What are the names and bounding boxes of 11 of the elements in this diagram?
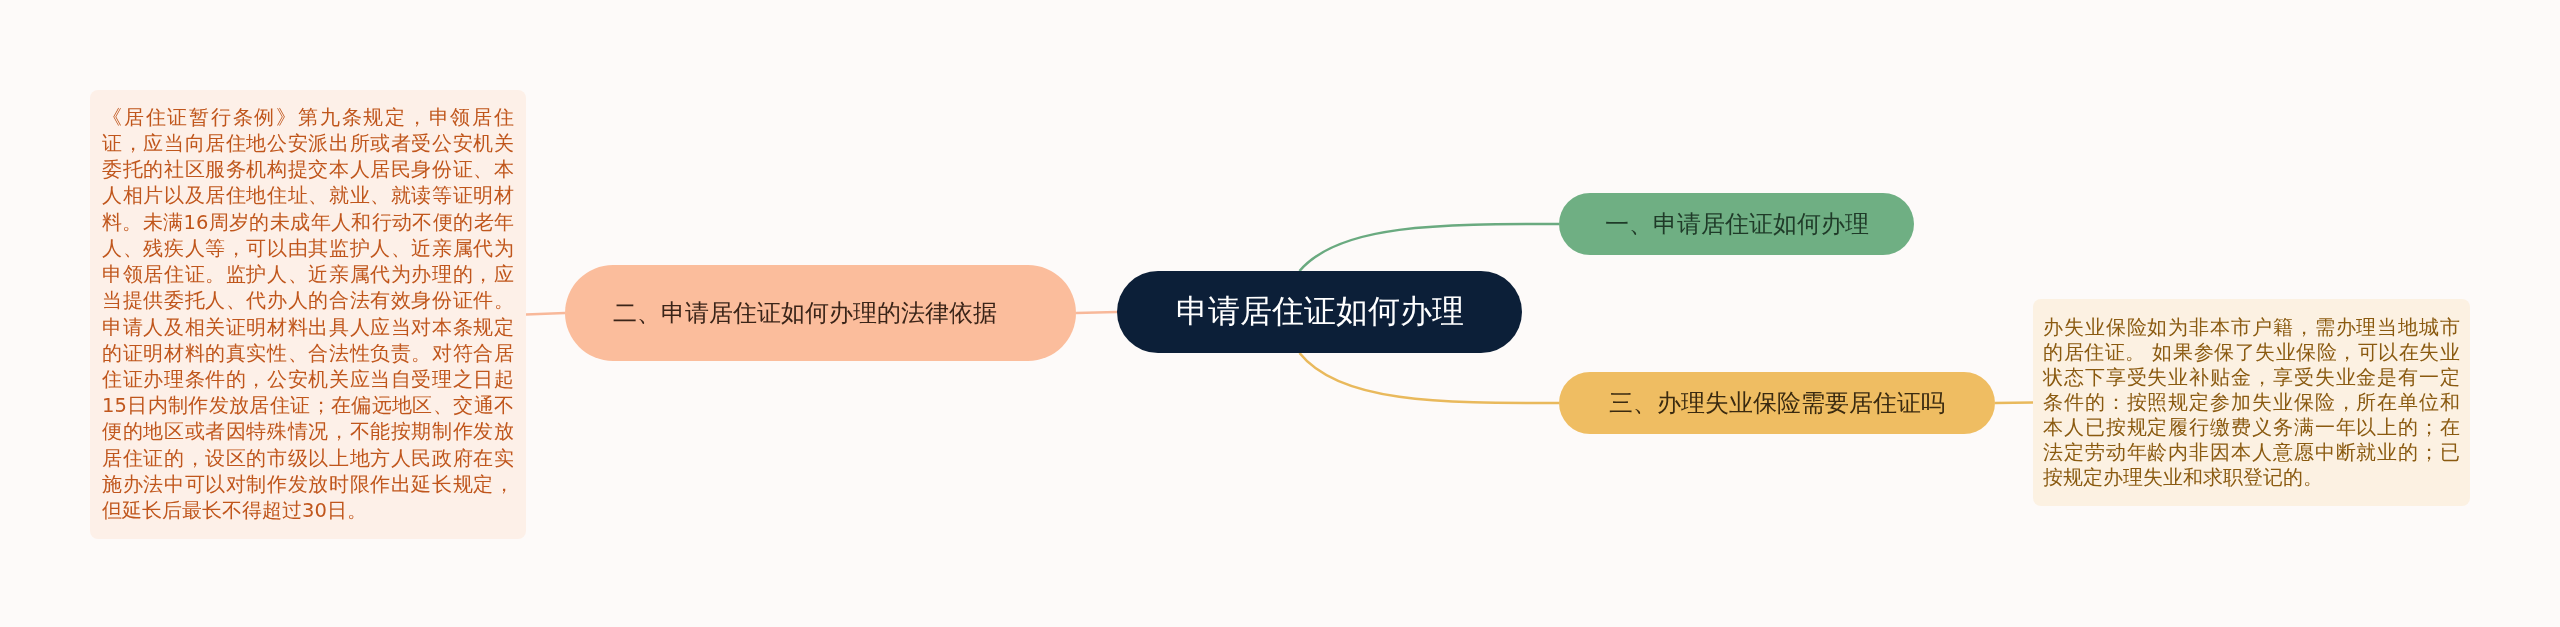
topic-box: 三、办理失业保险需要居住证吗 (1559, 372, 1995, 434)
connector-line (1995, 401, 2033, 405)
note-box: 办失业保险如为非本市户籍，需办理当地城市的居住证。 如果参保了失业保险，可以在失业状态下享受失业补贴金，享受失业金是有一定条件的：按照规定参加失业保险，所在单位和本人已按规定履行缴费义务满一年以上的；在法定劳动年龄内非因本人意愿中断就业的；已按规定办理失业和求职登记的。 (2033, 299, 2470, 506)
topic-box: 一、申请居住证如何办理 (1559, 193, 1914, 255)
connector-line (525, 311, 566, 316)
connector-line (1075, 310, 1118, 315)
root-topic-box: 申请居住证如何办理 (1117, 271, 1522, 353)
connector-line (1298, 352, 1559, 405)
topic-box: 二、申请居住证如何办理的法律依据 (565, 265, 1076, 361)
connector-line (1298, 222, 1559, 272)
note-box: 《居住证暂行条例》第九条规定，申领居住证，应当向居住地公安派出所或者受公安机关委托的社区服务机构提交本人居民身份证、本人相片以及居住地住址、就业、就读等证明材料。未满16周岁的未成年人和行动不便的老年人、残疾人等，可以由其监护人、近亲属代为申领居住证。监护人、近亲属代为办理的，应当提供委托人、代办人的合法有效身份证件。申请人及相关证明材料出具人应当对本条规定的证明材料的真实性、合法性负责。对符合居住证办理条件的，公安机关应当自受理之日起15日内制作发放居住证；在偏远地区、交通不便的地区或者因特殊情况，不能按期制作发放居住证的，设区的市级以上地方人民政府在实施办法中可以对制作发放时限作出延长规定，但延长后最长不得超过30日。 (90, 90, 526, 539)
